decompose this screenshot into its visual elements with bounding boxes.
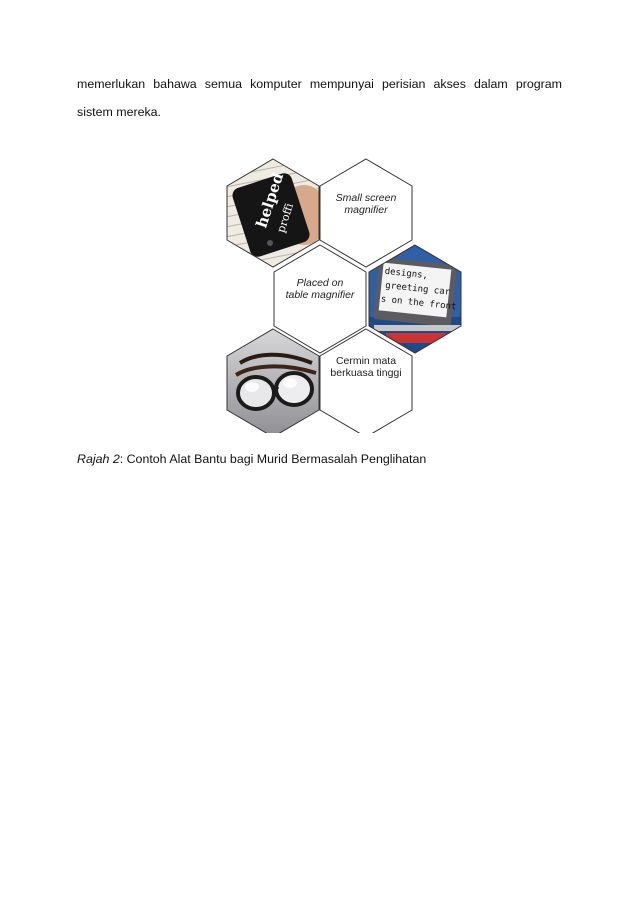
figure-caption: Rajah 2: Contoh Alat Bantu bagi Murid Be… xyxy=(77,452,426,466)
hexagon-figure: helped proffi designs, greeting car s on… xyxy=(226,157,462,433)
label-cermin-mata: Cermin mata berkuasa tinggi xyxy=(330,355,402,379)
label-placed-on-table-magnifier: Placed on table magnifier xyxy=(285,277,355,301)
hexagon-middle-right xyxy=(368,244,462,354)
hexagon-top-left xyxy=(226,158,320,268)
table-magnifier-photo: designs, greeting car s on the front xyxy=(369,245,461,353)
body-paragraph: memerlukan bahawa semua komputer mempuny… xyxy=(77,77,562,119)
hexagon-small-screen xyxy=(319,158,413,268)
table-screen-line-1: designs, xyxy=(384,267,428,281)
caption-figure-number: Rajah 2 xyxy=(77,452,120,466)
hexagon-table-magnifier xyxy=(273,244,367,354)
hexagon-bottom-left xyxy=(226,328,320,433)
hexagon-diagram: helped proffi designs, greeting car s on… xyxy=(226,158,462,433)
hexagon-glasses xyxy=(319,328,413,433)
caption-text: : Contoh Alat Bantu bagi Murid Bermasala… xyxy=(119,452,427,466)
label-small-screen-magnifier: Small screen magnifier xyxy=(335,192,397,216)
